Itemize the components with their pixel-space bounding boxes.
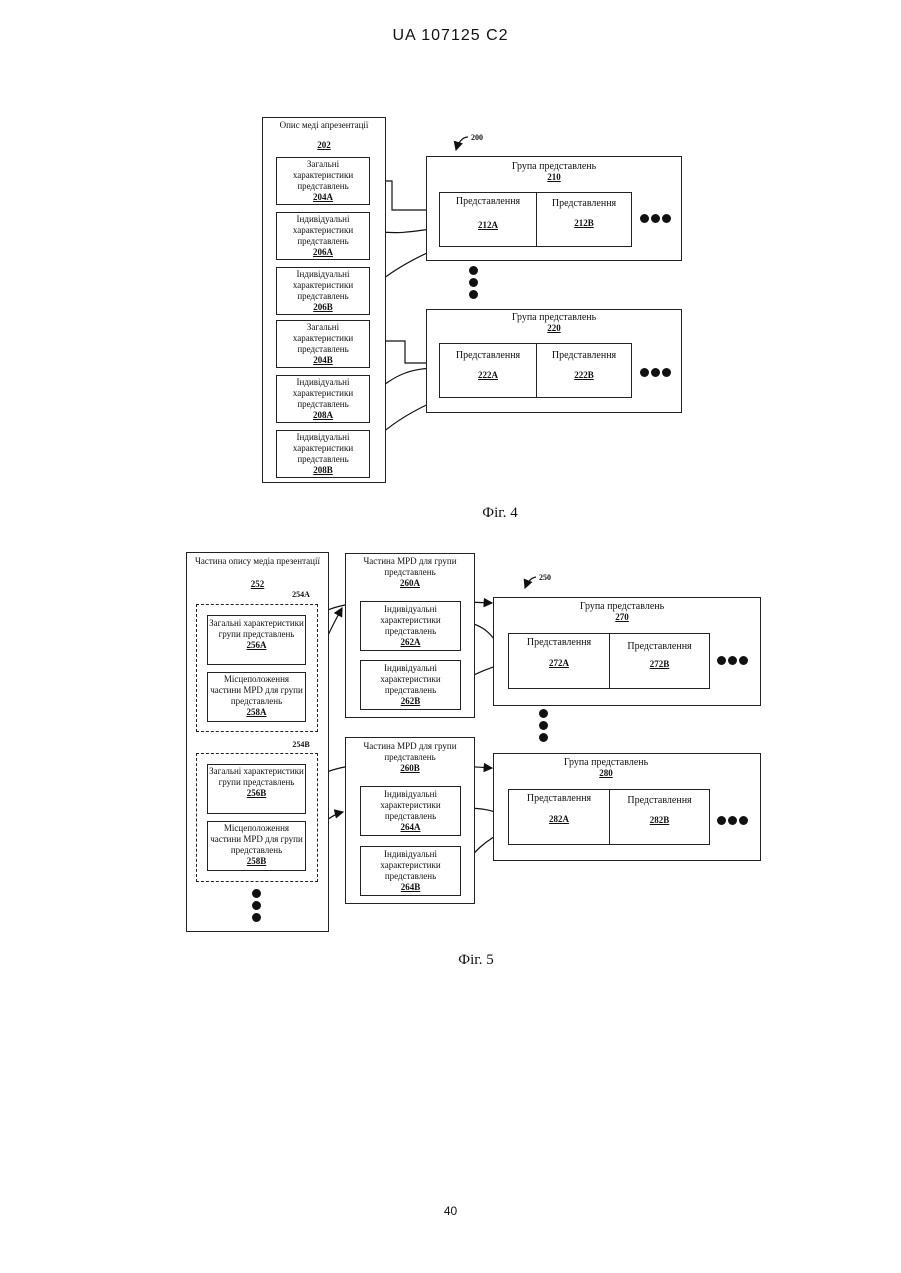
fig5-item-258a-text: Місцеположення частини MPD для групи пре…	[208, 674, 305, 718]
fig5-group-270-title: Група представлень 270	[493, 601, 751, 623]
fig5-vertical-ellipsis-right-icon	[539, 709, 548, 745]
page-number: 40	[0, 1204, 901, 1218]
fig5-caption: Фіг. 5	[416, 952, 536, 969]
fig4-item-208a-text: Індивідуальні характеристики представлен…	[278, 377, 368, 421]
fig4-vertical-ellipsis-icon	[469, 266, 478, 302]
fig4-group-220-more-icon	[640, 368, 673, 377]
fig5-item-264b-text: Індивідуальні характеристики представлен…	[361, 849, 460, 893]
fig5-item-264a-text: Індивідуальні характеристики представлен…	[361, 789, 460, 833]
fig4-mpd-ref: 202	[262, 140, 386, 151]
fig4-rep-212b-text: Представлення 212B	[536, 198, 632, 229]
fig5-ref-250: 250	[534, 572, 556, 583]
fig4-mpd-title: Опис меді апрезентації 202	[262, 120, 386, 151]
fig4-rep-222a-text: Представлення 222A	[439, 350, 537, 381]
fig4-item-204b-text: Загальні характеристики представлень 204…	[278, 322, 368, 366]
fig5-vertical-ellipsis-left-icon	[252, 889, 261, 925]
fig5-item-256a-text: Загальні характеристики групи представле…	[208, 618, 305, 651]
fig5-part-260b-title: Частина MPD для групи представлень 260B	[345, 741, 475, 774]
fig5-group-270-more-icon	[717, 656, 750, 665]
fig4-rep-222b-text: Представлення 222B	[536, 350, 632, 381]
fig5-item-262a-text: Індивідуальні характеристики представлен…	[361, 604, 460, 648]
fig4-group-210-title: Група представлень 210	[426, 161, 682, 183]
fig5-rep-282a-text: Представлення 282A	[508, 793, 610, 825]
fig4-ref-200: 200	[466, 132, 488, 143]
fig4-item-204a-text: Загальні характеристики представлень 204…	[278, 159, 368, 203]
fig5-rep-282b-text: Представлення 282B	[609, 795, 710, 826]
fig5-item-262b-text: Індивідуальні характеристики представлен…	[361, 663, 460, 707]
fig4-caption: Фіг. 4	[440, 505, 560, 522]
fig4-rep-212a-text: Представлення 212A	[439, 196, 537, 231]
fig5-item-258b-text: Місцеположення частини MPD для групи пре…	[208, 823, 305, 867]
fig5-group-254a-ref: 254A	[286, 589, 316, 600]
fig5-group-280-more-icon	[717, 816, 750, 825]
fig5-part-260a-title: Частина MPD для групи представлень 260A	[345, 556, 475, 589]
fig5-group-254b-ref: 254B	[286, 739, 316, 750]
fig5-rep-272b-text: Представлення 272B	[609, 641, 710, 670]
fig5-rep-272a-text: Представлення 272A	[508, 637, 610, 669]
fig4-group-220-title: Група представлень 220	[426, 312, 682, 334]
fig5-item-256b-text: Загальні характеристики групи представле…	[208, 766, 305, 799]
fig4-item-208b-text: Індивідуальні характеристики представлен…	[278, 432, 368, 476]
fig4-item-206a-text: Індивідуальні характеристики представлен…	[278, 214, 368, 258]
fig5-group-280-title: Група представлень 280	[493, 757, 719, 779]
fig5-mpd-title: Частина опису медіа презентації 252	[186, 556, 329, 590]
fig4-group-210-more-icon	[640, 214, 673, 223]
fig4-item-206b-text: Індивідуальні характеристики представлен…	[278, 269, 368, 313]
